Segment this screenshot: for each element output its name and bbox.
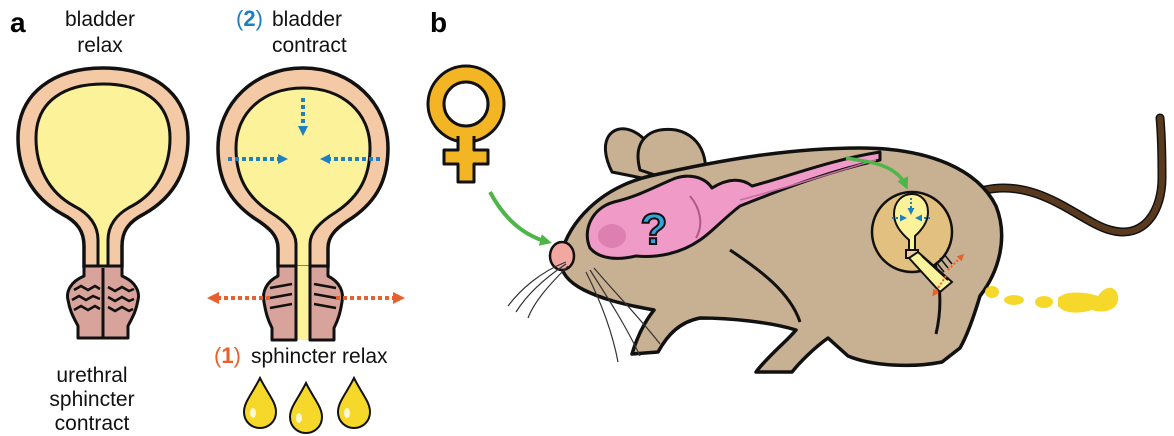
bladder-contract-diagram [212,68,400,340]
left-title-line1: bladder [65,8,135,31]
panel-a-letter: a [10,7,26,38]
bottom-right-number: 1 [221,343,233,368]
mouse-eye-region [598,224,626,248]
urine-drop-icon [290,383,322,433]
female-symbol-icon [436,74,496,182]
right-title-number: 2 [243,6,255,31]
arrow-sensory-input [490,192,548,242]
bottom-left-line1: urethral [56,364,127,387]
left-title-line2: relax [77,34,123,57]
bottom-right-label: (1) [214,343,241,368]
mouse-tail [985,118,1162,232]
urine-drop-icon [338,378,370,428]
bottom-left-line3: contract [55,412,130,435]
right-title-line1-group: (2) [236,6,263,31]
urine-drop-icon [244,378,276,428]
bottom-left-line2: sphincter [49,388,134,411]
right-title-line2: contract [272,34,347,57]
urine-puddle [985,286,1118,313]
panel-b-letter: b [430,7,447,38]
bladder-relaxed-diagram [18,68,188,338]
question-mark: ? [641,205,668,254]
right-title-line1: bladder [272,8,342,31]
bottom-right-text: sphincter relax [251,345,388,368]
mouse-nose [550,242,574,270]
